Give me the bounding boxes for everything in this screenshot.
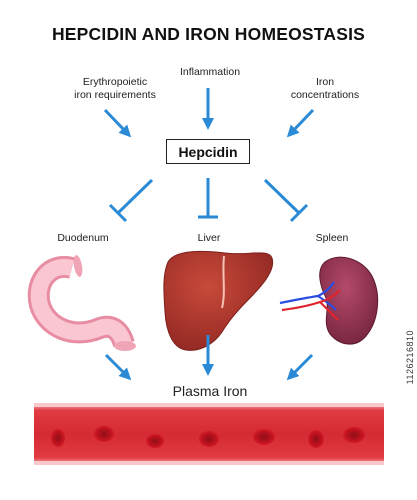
label-erythropoietic: Erythropoietic iron requirements <box>74 76 156 101</box>
inhibit-duodenum <box>116 178 154 215</box>
output-arrows <box>104 335 314 381</box>
liver-illustration <box>163 250 274 351</box>
diagram-title: HEPCIDIN AND IRON HOMEOSTASIS <box>51 24 366 44</box>
blood-vessel <box>34 403 384 465</box>
input-arrows <box>103 88 315 138</box>
arrow-erythropoietic <box>103 108 132 138</box>
label-liver: Liver <box>197 232 221 244</box>
hepcidin-label: Hepcidin <box>178 143 238 160</box>
label-duodenum: Duodenum <box>57 232 109 244</box>
arrow-spleen-plasma <box>286 353 314 381</box>
hepcidin-box: Hepcidin <box>166 139 250 164</box>
spleen-illustration <box>279 256 379 345</box>
arrow-iron <box>286 108 315 138</box>
label-plasma-iron: Plasma Iron <box>172 383 248 399</box>
label-spleen: Spleen <box>315 232 349 244</box>
red-blood-cells <box>51 426 365 448</box>
duodenum-illustration <box>27 255 136 351</box>
label-iron-concentrations: Iron concentrations <box>290 76 360 101</box>
inhibition-lines <box>108 178 309 223</box>
arrow-duodenum-plasma <box>104 353 132 381</box>
label-inflammation: Inflammation <box>179 66 241 78</box>
inhibit-spleen <box>263 178 301 215</box>
spleen-vessels <box>279 281 341 321</box>
